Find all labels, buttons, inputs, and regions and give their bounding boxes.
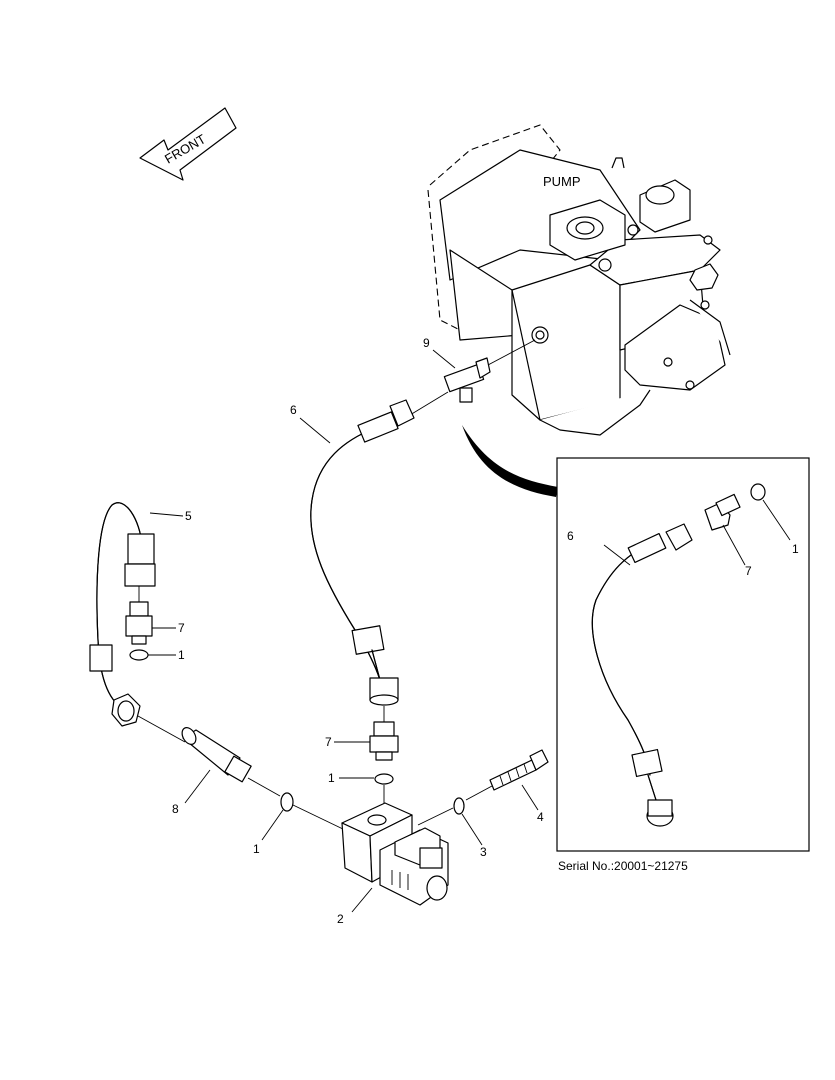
callout-7-left: 7 [178,621,185,635]
callout-6-inset: 6 [567,529,574,543]
callout-3: 3 [480,845,487,859]
callout-4: 4 [537,810,544,824]
callout-1-left-top: 1 [178,648,185,662]
callout-9: 9 [423,336,430,350]
callout-7-mid: 7 [325,735,332,749]
callout-7-inset: 7 [745,564,752,578]
hose-6-main [310,391,449,706]
serial-number-text: Serial No.:20001~21275 [558,859,688,873]
detail-pointer-arrow [462,425,558,497]
o-ring-1-left [129,649,149,661]
pump-assembly: PUMP [427,124,731,436]
callout-8: 8 [172,802,179,816]
fitting-7-left [125,601,153,645]
part-2-solenoid-valve-block [341,802,449,906]
washer-3 [453,797,465,815]
pump-label: PUMP [543,174,581,189]
o-ring-1-mid [374,773,394,785]
callout-1-inset: 1 [792,542,799,556]
hose-5-left [89,502,156,727]
callout-5: 5 [185,509,192,523]
callout-2: 2 [337,912,344,926]
callout-1-mid: 1 [328,771,335,785]
fitting-7-mid [369,706,399,761]
front-direction-arrow: FRONT [139,107,237,181]
bolt-4 [465,749,549,801]
tee-fitting-9 [443,339,536,403]
callout-6-main: 6 [290,403,297,417]
inset-detail-box: 6 7 1 [556,457,810,852]
part-8-check-valve [137,715,281,797]
o-ring-1-bottom [280,792,294,812]
callout-1-bottom: 1 [253,842,260,856]
